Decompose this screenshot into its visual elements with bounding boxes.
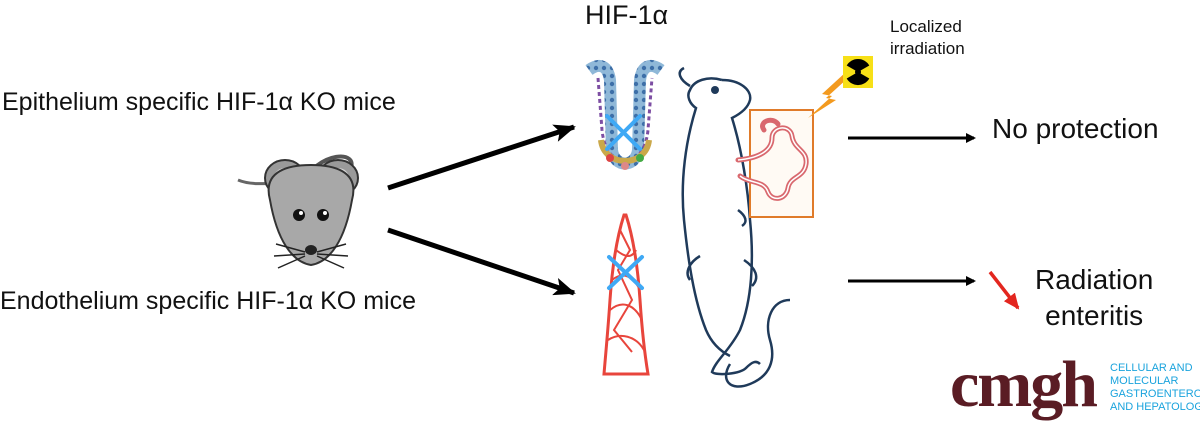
rat-eye — [711, 86, 719, 94]
mouse-icon — [237, 154, 359, 269]
outcome-line1: Radiation — [1035, 264, 1154, 295]
radiation-icon — [843, 56, 873, 88]
epithelium-label: Epithelium specific HIF-1α KO mice — [2, 88, 396, 116]
irradiation-label-line2: irradiation — [890, 39, 965, 58]
journal-name: CELLULAR AND MOLECULAR GASTROENTEROLOGY … — [1110, 362, 1200, 414]
journal-name-line3: GASTROENTEROLOGY — [1110, 388, 1200, 400]
irradiation-label-line1: Localized — [890, 17, 962, 36]
arrow-to-epithelium — [387, 124, 576, 191]
journal-name-line1: CELLULAR AND — [1110, 362, 1193, 374]
lightning-icon — [808, 72, 848, 118]
hif-title: HIF-1α — [585, 0, 669, 30]
knockout-x-icon — [605, 114, 642, 151]
rat-icon — [678, 66, 791, 388]
vessel-icon — [602, 213, 650, 376]
knockout-x-icon-2 — [607, 255, 644, 290]
outcome-radiation-enteritis: Radiation enteritis — [1035, 262, 1153, 334]
outcome-no-protection: No protection — [992, 113, 1159, 144]
decrease-arrow — [988, 270, 1020, 310]
outcome-line2: enteritis — [1045, 300, 1144, 331]
irradiation-label: Localized irradiation — [890, 16, 965, 60]
arrow-to-endothelium — [387, 227, 576, 296]
journal-logo-mark: cmgh — [950, 348, 1098, 421]
endothelium-label: Endothelium specific HIF-1α KO mice — [0, 287, 416, 315]
journal-name-line2: MOLECULAR — [1110, 375, 1179, 387]
crypt-icon — [585, 59, 665, 170]
intestine-inner — [737, 127, 807, 200]
journal-name-line4: AND HEPATOLOGY — [1110, 401, 1200, 413]
